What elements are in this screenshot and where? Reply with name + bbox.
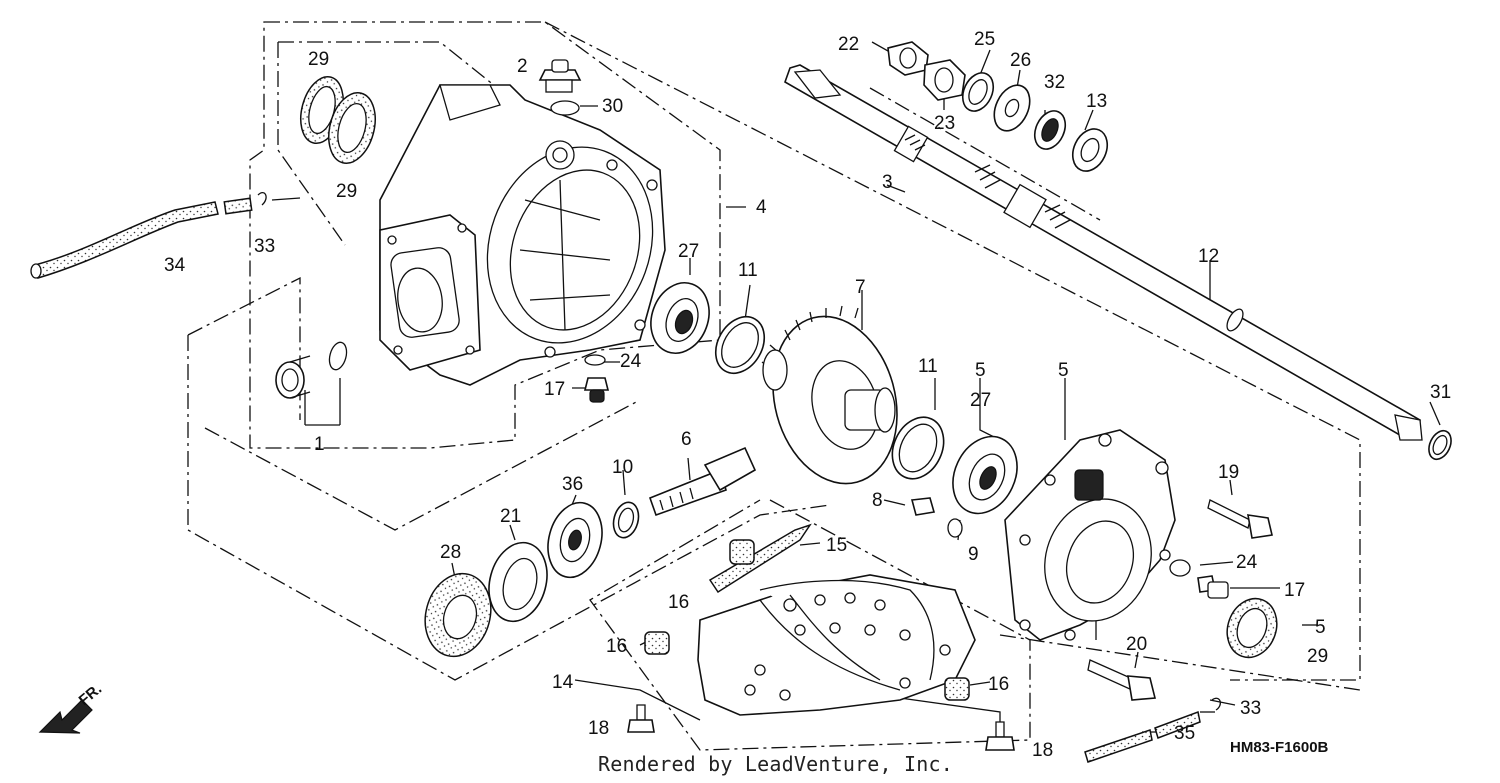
cover-fasteners [1169, 499, 1278, 659]
callout-31: 31 [1430, 382, 1451, 403]
skid-plate [644, 523, 976, 716]
callout-16c: 16 [988, 674, 1009, 695]
callout-5c: 5 [1315, 617, 1326, 638]
callout-25: 25 [974, 29, 995, 50]
callout-26: 26 [1010, 50, 1031, 71]
callout-29c: 29 [1307, 646, 1328, 667]
shim-left [714, 315, 766, 375]
callout-18b: 18 [1032, 740, 1053, 761]
callout-27a: 27 [678, 241, 699, 262]
callout-11a: 11 [738, 260, 758, 281]
group-outlines [187, 21, 1361, 751]
callout-24b: 24 [1236, 552, 1258, 573]
callout-29a: 29 [308, 49, 329, 70]
callout-33b: 33 [1240, 698, 1261, 719]
ring-gear [761, 305, 898, 485]
gear-case-cover [1004, 429, 1176, 641]
bearing-left [650, 282, 710, 354]
callout-3: 3 [882, 172, 893, 193]
callout-19: 19 [1218, 462, 1239, 483]
callout-11b: 11 [918, 356, 938, 377]
callout-4: 4 [756, 197, 767, 218]
front-direction-arrow: FR. [38, 681, 105, 734]
callout-6: 6 [681, 429, 692, 450]
callout-34: 34 [164, 255, 186, 276]
callout-24a: 24 [620, 351, 642, 372]
callout-7: 7 [855, 277, 866, 298]
callout-1: 1 [314, 434, 325, 455]
callout-16b: 16 [606, 636, 627, 657]
callout-28: 28 [440, 542, 461, 563]
callout-20: 20 [1126, 634, 1147, 655]
callout-29b: 29 [336, 181, 357, 202]
callout-9: 9 [968, 544, 979, 565]
drain-bolt-left [583, 354, 610, 403]
callout-17b: 17 [1284, 580, 1305, 601]
callout-10: 10 [612, 457, 633, 478]
lower-hose [1084, 697, 1222, 763]
callout-21: 21 [500, 506, 521, 527]
callout-18a: 18 [588, 718, 609, 739]
callout-35: 35 [1174, 723, 1195, 744]
oil-seals-upper [300, 76, 376, 164]
callout-8: 8 [872, 490, 883, 511]
callout-27b: 27 [970, 390, 991, 411]
render-credit: Rendered by LeadVenture, Inc. [598, 752, 953, 776]
pinion-bearings [424, 501, 640, 658]
callout-labels: 1 2 3 4 5 5 5 5 6 7 8 9 10 11 11 12 13 1… [164, 29, 1451, 761]
pinion-gear [648, 446, 757, 517]
callout-36: 36 [562, 474, 583, 495]
skid-bolts [627, 704, 1015, 751]
callout-2: 2 [517, 56, 528, 77]
callout-23: 23 [934, 113, 955, 134]
callout-15: 15 [826, 535, 847, 556]
callout-5a: 5 [975, 360, 986, 381]
callout-32: 32 [1044, 72, 1065, 93]
bolt-lower [1087, 659, 1157, 701]
filler-plug [538, 59, 582, 116]
callout-13: 13 [1086, 91, 1107, 112]
callout-22: 22 [838, 34, 859, 55]
shaft-hardware [887, 41, 1452, 461]
callout-5b: 5 [1058, 360, 1069, 381]
callout-17a: 17 [544, 379, 565, 400]
callout-30: 30 [602, 96, 623, 117]
callout-12: 12 [1198, 246, 1219, 267]
callout-33a: 33 [254, 236, 275, 257]
right-bearings [891, 416, 1018, 538]
final-gear-case [379, 84, 666, 386]
diagram-code: HM83-F1600B [1230, 739, 1329, 756]
callout-16a: 16 [668, 592, 689, 613]
needle-bearing-set [275, 341, 348, 399]
drive-shaft [784, 64, 1423, 441]
breather-hose [30, 191, 267, 279]
callout-14: 14 [552, 672, 574, 693]
